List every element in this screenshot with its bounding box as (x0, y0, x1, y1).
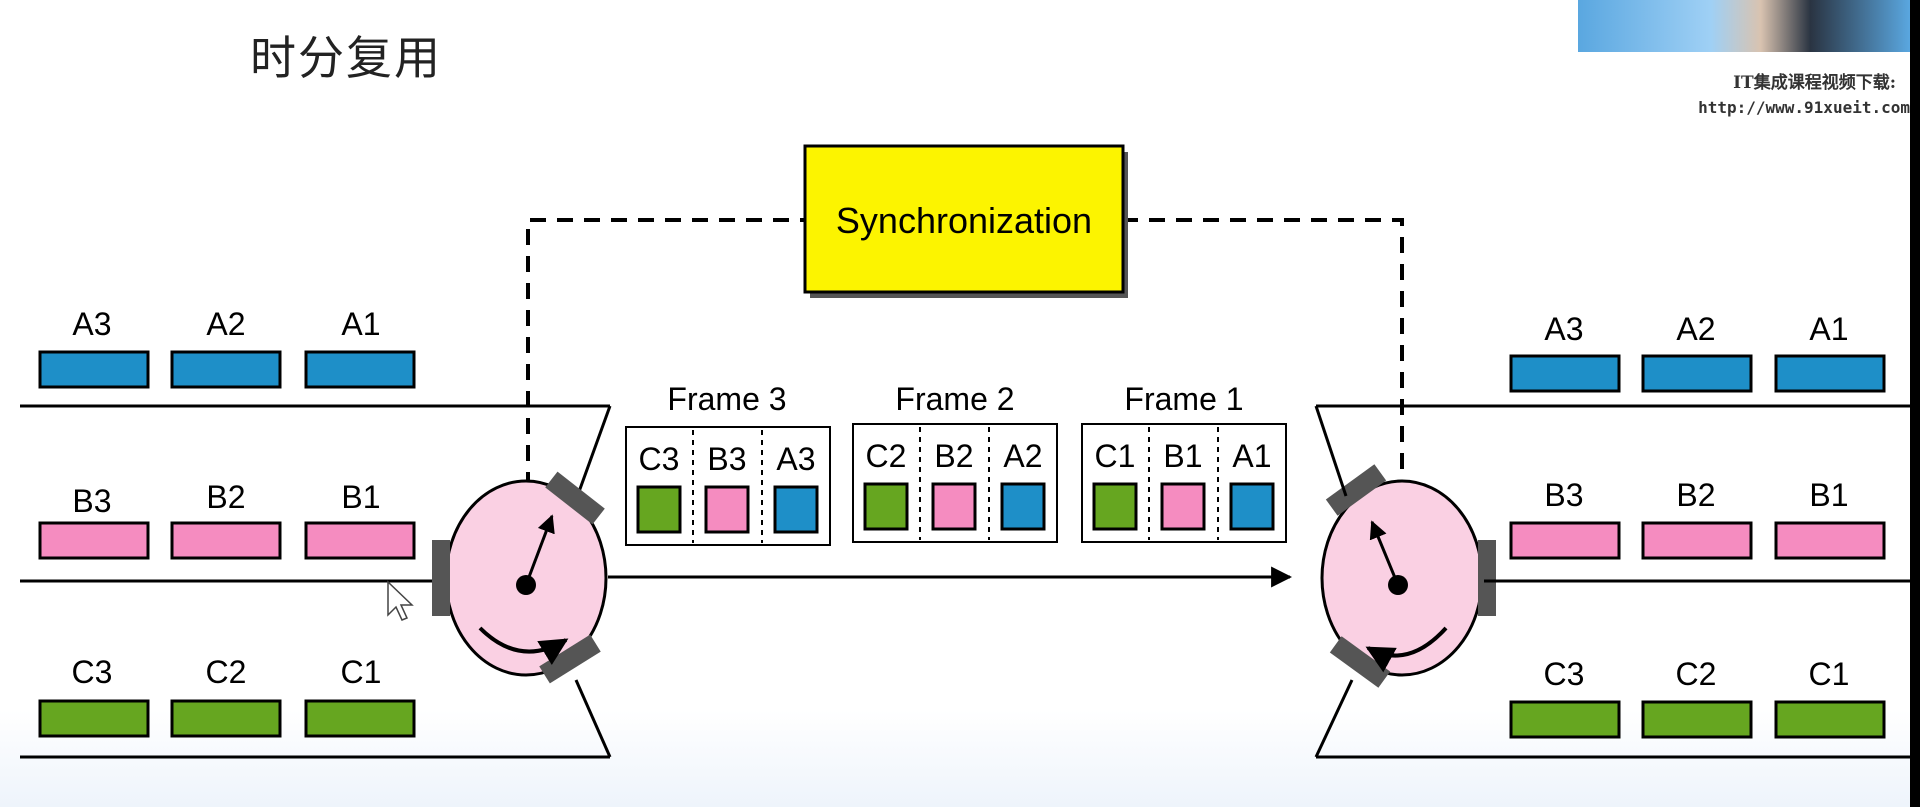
label-a2-right: A2 (1676, 311, 1715, 347)
unit-a1-left (304, 350, 416, 389)
label-c2-right: C2 (1676, 656, 1717, 692)
label-b3-left: B3 (72, 483, 111, 519)
unit-c1-left (304, 699, 416, 738)
unit-a2-left (170, 350, 282, 389)
frame-2-label: Frame 2 (895, 381, 1014, 417)
multiplexer (432, 471, 608, 684)
label-a2-left: A2 (206, 306, 245, 342)
unit-c3-left (38, 699, 150, 738)
unit-c2-right (1641, 700, 1753, 739)
frame-3-slot-c: C3 (639, 441, 680, 477)
unit-b1-right (1774, 521, 1886, 560)
frame-1-label: Frame 1 (1124, 381, 1243, 417)
watermark-line1: IT集成课程视频下载: (1733, 73, 1896, 93)
frame-2-slot-a: A2 (1003, 438, 1042, 474)
frame-2-slot-b: B2 (934, 438, 973, 474)
frames: Frame 3 C3 B3 A3 Frame 2 C2 B2 A2 Frame … (625, 381, 1287, 546)
unit-a1-right (1774, 354, 1886, 393)
unit-b2-left (170, 521, 282, 560)
label-c3-left: C3 (72, 654, 113, 690)
frame-3-slot-a: A3 (776, 441, 815, 477)
sync-box (803, 144, 1125, 294)
unit-c1-right (1774, 700, 1886, 739)
label-b3-right: B3 (1544, 477, 1583, 513)
right-lines: A3 A2 A1 B3 B2 B1 C3 C2 C1 (1314, 311, 1910, 759)
label-a3-right: A3 (1544, 311, 1583, 347)
label-a3-left: A3 (72, 306, 111, 342)
label-b2-left: B2 (206, 479, 245, 515)
unit-a3-left (38, 350, 150, 389)
label-c3-right: C3 (1544, 656, 1585, 692)
sync-label: Synchronization (836, 200, 1092, 241)
frame-3-slot-b: B3 (707, 441, 746, 477)
unit-b3-left (38, 521, 150, 560)
unit-a3-right (1509, 354, 1621, 393)
label-a1-right: A1 (1809, 311, 1848, 347)
frame-3-label: Frame 3 (667, 381, 786, 417)
page-title: 时分复用 (250, 31, 442, 85)
demultiplexer (1320, 464, 1496, 688)
frame-1-slot-a: A1 (1232, 438, 1271, 474)
unit-a2-right (1641, 354, 1753, 393)
frame-1-slot-b: B1 (1163, 438, 1202, 474)
label-c2-left: C2 (206, 654, 247, 690)
left-lines: A3 A2 A1 B3 B2 B1 C3 C2 C1 (20, 306, 612, 759)
label-b2-right: B2 (1676, 477, 1715, 513)
webcam-thumbnail (1578, 0, 1910, 52)
label-c1-left: C1 (341, 654, 382, 690)
watermark: IT集成课程视频下载: http://www.91xueit.com (1560, 70, 1910, 120)
unit-b2-right (1641, 521, 1753, 560)
unit-c3-right (1509, 700, 1621, 739)
sync-dashed-line (526, 218, 1404, 515)
label-b1-right: B1 (1809, 477, 1848, 513)
label-c1-right: C1 (1809, 656, 1850, 692)
frame-2-slot-c: C2 (866, 438, 907, 474)
label-b1-left: B1 (341, 479, 380, 515)
unit-b3-right (1509, 521, 1621, 560)
unit-c2-left (170, 699, 282, 738)
unit-b1-left (304, 521, 416, 560)
frame-1-slot-c: C1 (1095, 438, 1136, 474)
watermark-url: http://www.91xueit.com (1698, 98, 1910, 117)
right-edge (1910, 0, 1920, 807)
mouse-cursor-icon (387, 580, 414, 621)
label-a1-left: A1 (341, 306, 380, 342)
